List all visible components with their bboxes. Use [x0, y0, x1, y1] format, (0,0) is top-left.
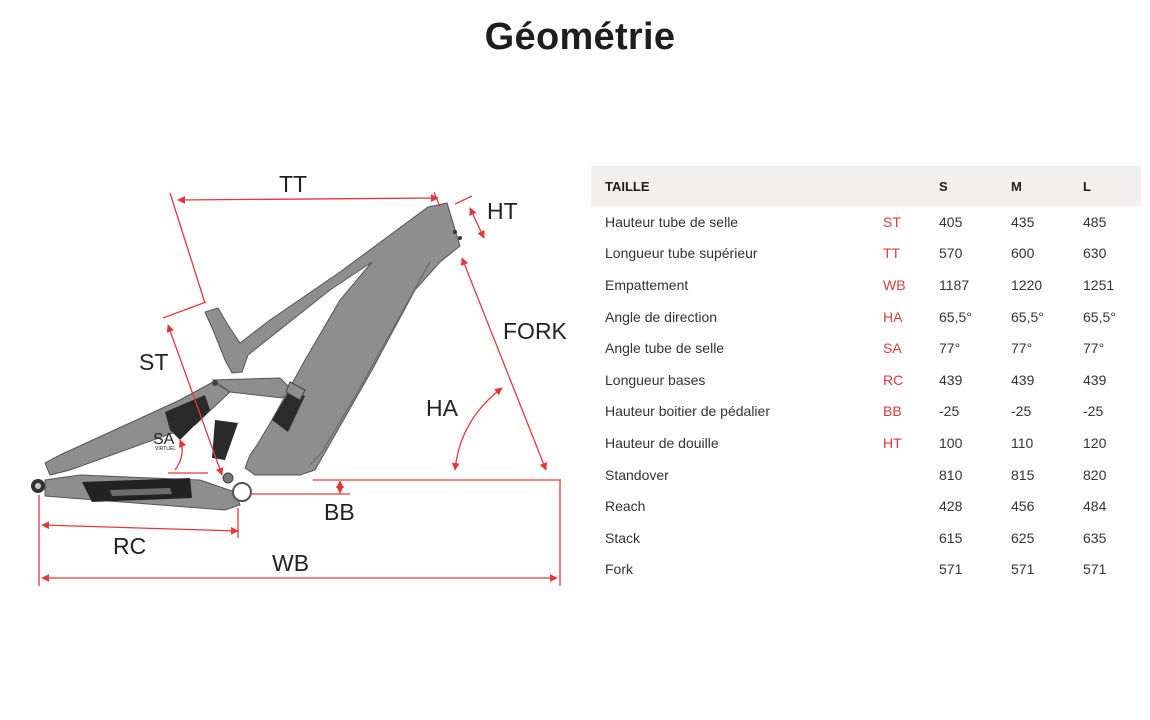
row-name: Empattement — [605, 276, 689, 293]
row-s: 439 — [939, 371, 963, 388]
row-m: 77° — [1011, 340, 1033, 357]
geometry-table: TAILLE S M L Hauteur tube de selle ST 40… — [591, 166, 1141, 585]
row-m: 600 — [1011, 245, 1035, 262]
row-code: ST — [883, 213, 901, 230]
row-s: 571 — [939, 561, 963, 578]
row-m: 110 — [1011, 434, 1034, 451]
row-l: 120 — [1083, 434, 1107, 451]
label-ha: HA — [426, 395, 459, 421]
row-name: Hauteur de douille — [605, 434, 719, 451]
row-code: SA — [883, 340, 902, 357]
label-wb: WB — [272, 550, 309, 576]
row-l: 65,5° — [1083, 308, 1116, 325]
row-m: -25 — [1011, 403, 1032, 420]
header-l: L — [1083, 166, 1141, 206]
row-s: 77° — [939, 340, 961, 357]
row-l: -25 — [1083, 403, 1104, 420]
table-row: Longueur bases RC 439 439 439 — [591, 364, 1141, 396]
row-s: 65,5° — [939, 308, 972, 325]
row-m: 65,5° — [1011, 308, 1044, 325]
table-row: Longueur tube supérieur TT 570 600 630 — [591, 238, 1141, 270]
row-name: Stack — [605, 529, 641, 546]
row-s: 810 — [939, 466, 963, 483]
row-s: 570 — [939, 245, 963, 262]
label-sa-virtuel: VIRTUEL — [155, 446, 176, 452]
row-name: Angle tube de selle — [605, 340, 725, 357]
row-m: 439 — [1011, 371, 1035, 388]
row-l: 484 — [1083, 498, 1107, 515]
row-name: Angle de direction — [605, 308, 718, 325]
row-code — [883, 459, 939, 491]
row-name: Longueur bases — [605, 371, 706, 388]
row-code — [883, 522, 939, 554]
row-s: 405 — [939, 213, 963, 230]
row-name: Longueur tube supérieur — [605, 245, 758, 262]
row-s: 428 — [939, 498, 963, 515]
table-header-row: TAILLE S M L — [591, 166, 1141, 206]
row-m: 625 — [1011, 529, 1035, 546]
table-row: Stack 615 625 635 — [591, 522, 1141, 554]
table-row: Hauteur boitier de pédalier BB -25 -25 -… — [591, 396, 1141, 428]
row-s: -25 — [939, 403, 960, 420]
label-st: ST — [139, 349, 168, 375]
label-ht: HT — [487, 198, 518, 224]
row-m: 456 — [1011, 498, 1035, 515]
table-row: Angle tube de selle SA 77° 77° 77° — [591, 332, 1141, 364]
row-m: 571 — [1011, 561, 1035, 578]
row-l: 77° — [1083, 340, 1105, 357]
row-l: 485 — [1083, 213, 1107, 230]
row-l: 635 — [1083, 529, 1107, 546]
table-row: Hauteur de douille HT 100 110 120 — [591, 427, 1141, 459]
label-tt: TT — [279, 171, 307, 197]
geometry-diagram: TT HT FORK ST HA SA VIRTUEL BB RC WB — [20, 160, 580, 600]
row-s: 100 — [939, 434, 963, 451]
label-bb: BB — [324, 499, 355, 525]
table-row: Hauteur tube de selle ST 405 435 485 — [591, 206, 1141, 238]
row-l: 571 — [1083, 561, 1107, 578]
row-code: HT — [883, 434, 902, 451]
header-code — [883, 166, 939, 206]
table-row: Angle de direction HA 65,5° 65,5° 65,5° — [591, 301, 1141, 333]
row-name: Fork — [605, 561, 633, 578]
table-row: Reach 428 456 484 — [591, 490, 1141, 522]
header-s: S — [939, 166, 1011, 206]
row-name: Hauteur boitier de pédalier — [605, 403, 770, 420]
row-l: 630 — [1083, 245, 1107, 262]
row-m: 1220 — [1011, 276, 1043, 293]
row-code: RC — [883, 371, 904, 388]
label-rc: RC — [113, 533, 146, 559]
bike-frame-svg: TT HT FORK ST HA SA VIRTUEL BB RC WB — [31, 171, 568, 586]
row-s: 1187 — [939, 276, 970, 293]
row-name: Hauteur tube de selle — [605, 213, 739, 230]
row-l: 1251 — [1083, 276, 1115, 293]
header-m: M — [1011, 166, 1083, 206]
row-m: 815 — [1011, 466, 1035, 483]
header-size: TAILLE — [591, 166, 883, 206]
row-l: 439 — [1083, 371, 1107, 388]
frame-shape — [31, 202, 462, 511]
table-row: Fork 571 571 571 — [591, 554, 1141, 586]
row-s: 615 — [939, 529, 963, 546]
table-row: Standover 810 815 820 — [591, 459, 1141, 491]
table-row: Empattement WB 1187 1220 1251 — [591, 269, 1141, 301]
row-code — [883, 554, 939, 586]
dimension-lines — [38, 191, 561, 586]
label-sa: SA — [153, 431, 175, 448]
row-code: WB — [883, 276, 906, 293]
row-l: 820 — [1083, 466, 1107, 483]
row-code: HA — [883, 308, 903, 325]
row-name: Standover — [605, 466, 669, 483]
row-code — [883, 490, 939, 522]
label-fork: FORK — [503, 318, 568, 344]
row-code: BB — [883, 403, 902, 420]
row-code: TT — [883, 245, 901, 262]
page-title: Géométrie — [484, 16, 676, 58]
row-m: 435 — [1011, 213, 1035, 230]
row-name: Reach — [605, 498, 646, 515]
